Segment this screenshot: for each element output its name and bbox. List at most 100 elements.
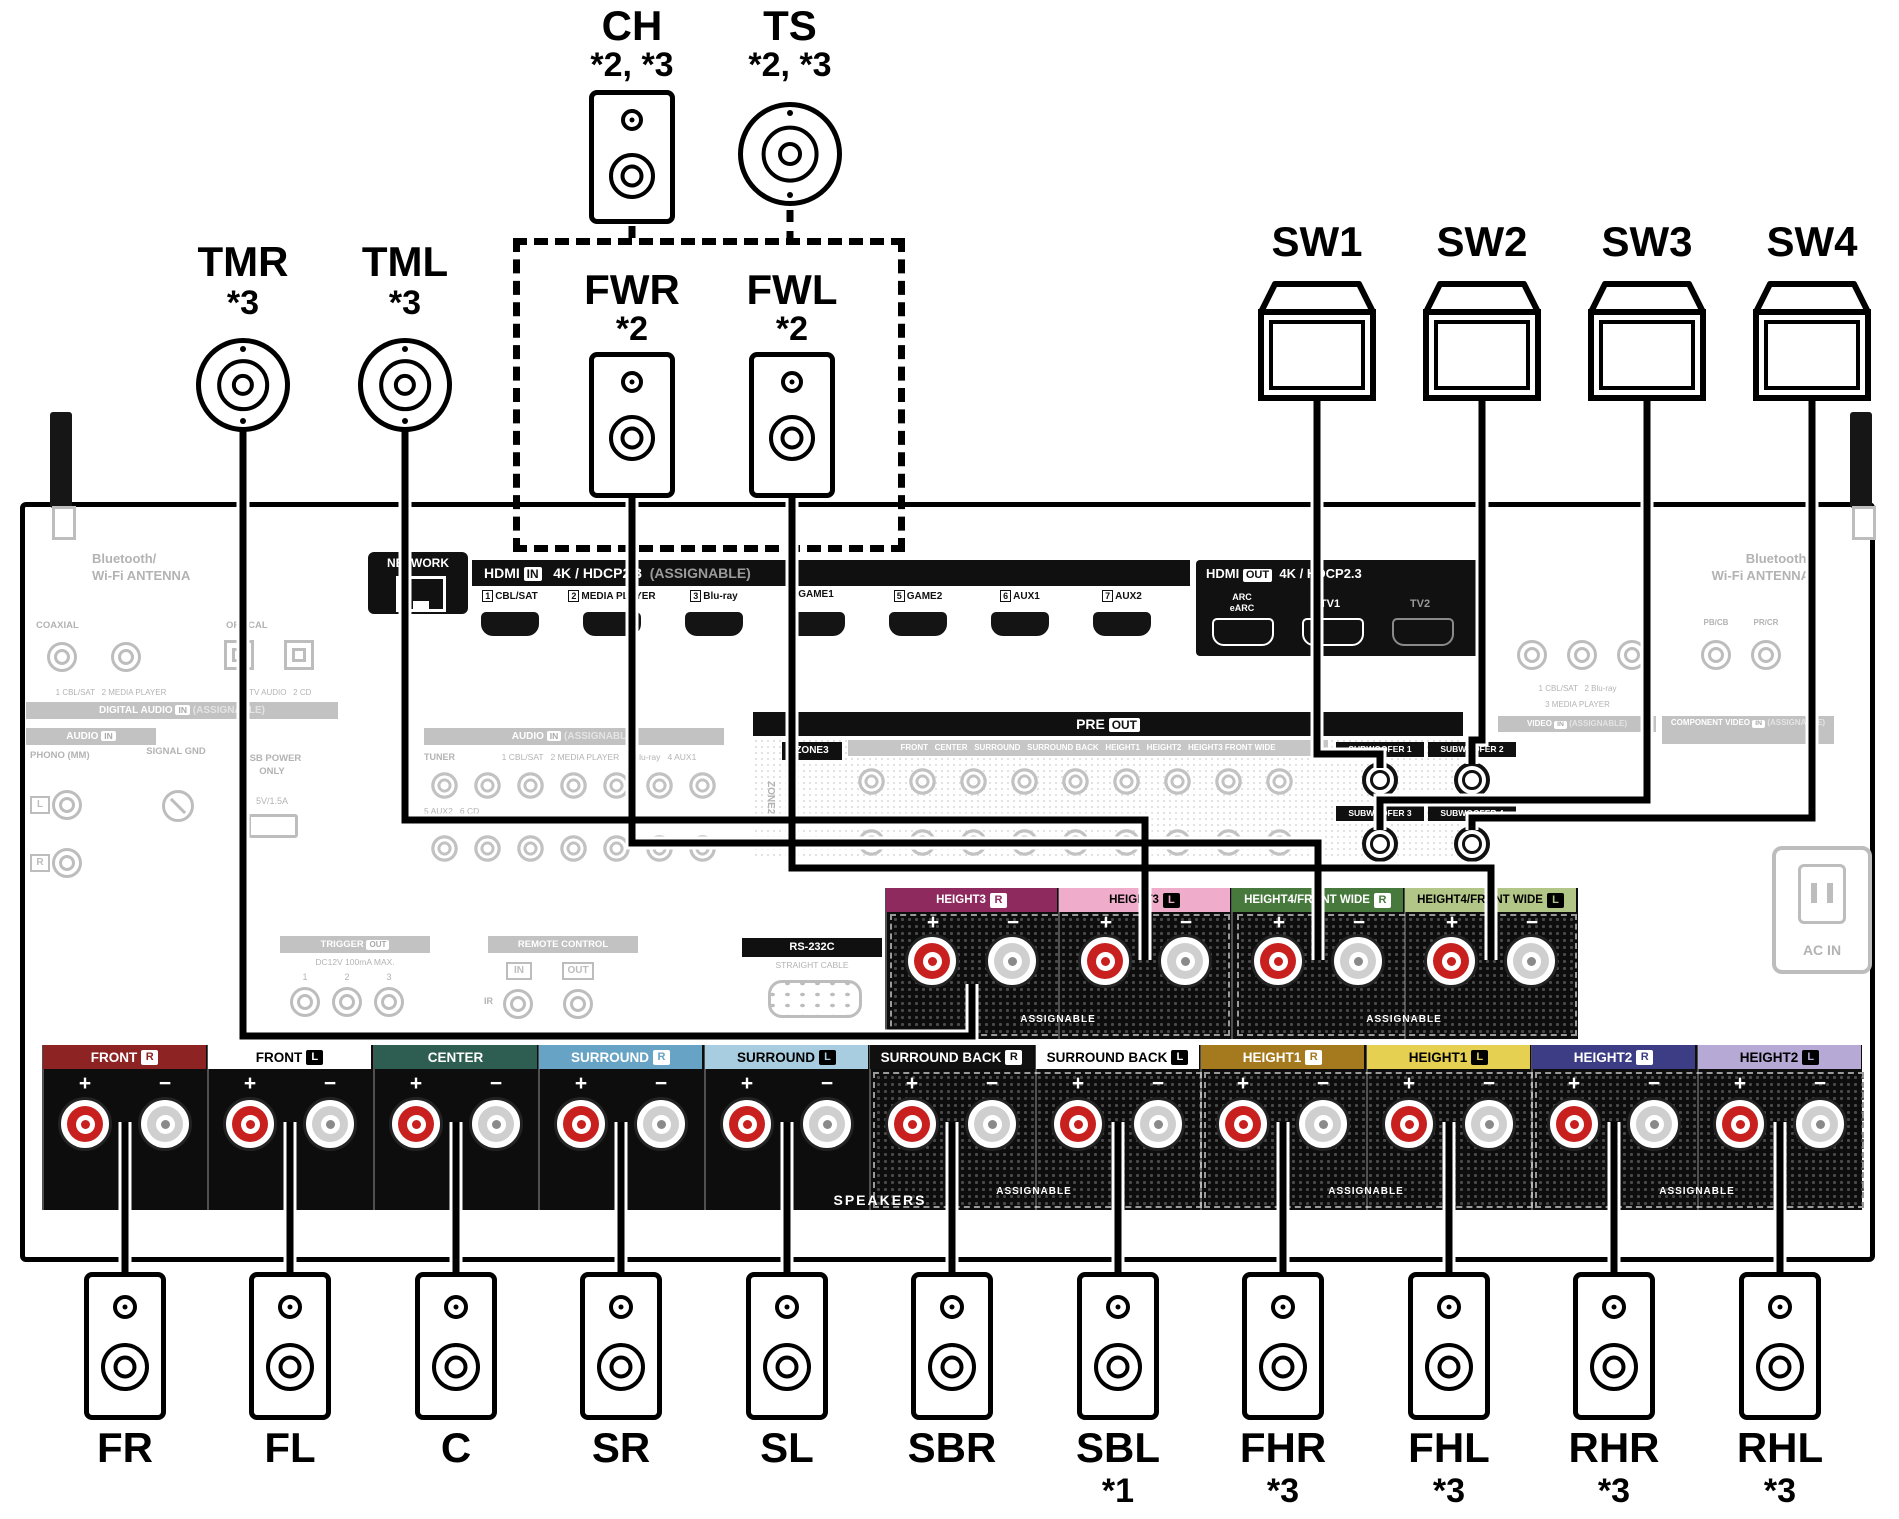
- tweeter: [1437, 1295, 1461, 1319]
- hdmi-out-section: HDMI OUT 4K / HDCP2.3 ARC eARC TV1 TV2: [1196, 560, 1480, 656]
- hdmi-out-header: HDMI OUT 4K / HDCP2.3: [1206, 566, 1480, 583]
- tweeter: [781, 371, 803, 393]
- terminal-label-bar: SURROUND R: [539, 1045, 702, 1069]
- port-name: GAME1: [798, 589, 834, 600]
- fhr-speaker-icon: [1242, 1272, 1324, 1420]
- terminal-side-letter: R: [1005, 1049, 1023, 1065]
- binding-post-positive: [223, 1097, 277, 1151]
- minus-sign: −: [985, 1072, 999, 1095]
- speaker-note-rhr: *3: [1597, 1472, 1631, 1510]
- terminal-side-letter: L: [819, 1049, 836, 1065]
- bt-antenna-label-right: Bluetooth/ Wi-Fi ANTENNA: [1630, 550, 1810, 584]
- woofer: [928, 1343, 976, 1391]
- audio-jack-grid: [423, 754, 724, 880]
- terminal-side-letter: L: [1802, 1049, 1820, 1065]
- terminal-label-bar: HEIGHT2 L: [1698, 1045, 1861, 1069]
- port-number: 1: [482, 590, 494, 602]
- terminal-label-bar: SURROUND BACK L: [1036, 1045, 1199, 1069]
- bt-line1: Bluetooth/: [92, 551, 157, 566]
- terminal-label-bar: FRONT R: [43, 1045, 206, 1069]
- remote-jack-out: [563, 989, 593, 1019]
- out-badge: OUT: [1108, 718, 1140, 733]
- in-badge: IN: [523, 567, 542, 582]
- sr-speaker-icon: [580, 1272, 662, 1420]
- wifi-antenna-right: [1850, 412, 1872, 508]
- bt-line2: Wi-Fi ANTENNA: [1711, 568, 1810, 583]
- pbcb-label: PB/CB: [1703, 618, 1729, 627]
- minus-sign: −: [323, 1072, 337, 1095]
- audio-title: AUDIO: [66, 731, 99, 742]
- speaker-label-sbl: SBL: [1076, 1424, 1160, 1471]
- port-number: 6: [1000, 590, 1012, 602]
- terminal-name: FRONT: [255, 1049, 303, 1065]
- assignable-text: ASSIGNABLE: [996, 1186, 1072, 1197]
- hdmi-out-port-tv1: [1302, 618, 1364, 646]
- binding-post-negative: [138, 1097, 192, 1151]
- ac-in-section: AC IN: [1772, 846, 1872, 974]
- assignable-note: (ASSIGNABLE): [649, 565, 751, 581]
- binding-post-positive: [58, 1097, 112, 1151]
- usb-power-label: USB POWER ONLY: [242, 753, 302, 777]
- prcr-label: PR/CR: [1753, 618, 1779, 627]
- audio-in-bar-left: AUDIO IN: [26, 728, 156, 745]
- ac-slot: [1827, 883, 1833, 903]
- subwoofer-label-sw1: SW1: [1271, 218, 1363, 265]
- speaker-note-tml: *3: [388, 284, 422, 322]
- terminal-group-center: CENTER + −: [373, 1045, 538, 1210]
- terminal-side-letter: L: [1546, 892, 1564, 908]
- terminal-side-letter: R: [653, 1049, 670, 1065]
- woofer: [432, 1343, 480, 1391]
- terminal-side-letter: R: [141, 1049, 159, 1065]
- out-badge: OUT: [366, 940, 390, 950]
- terminal-side-letter: L: [306, 1049, 324, 1065]
- plus-sign: +: [1236, 1072, 1250, 1095]
- terminal-name: SURROUND BACK: [880, 1049, 1002, 1065]
- plus-sign: +: [243, 1072, 257, 1095]
- screw-dot: [402, 346, 408, 352]
- speaker-label-fwr: FWR: [584, 266, 680, 313]
- terminal-side-letter: R: [1305, 1049, 1323, 1065]
- tweeter: [1106, 1295, 1130, 1319]
- binding-post-positive: [1547, 1097, 1601, 1151]
- binding-post-positive: [389, 1097, 443, 1151]
- audio-in-bar-mid: AUDIO IN (ASSIGNABLE): [424, 728, 724, 745]
- terminal-side-letter: L: [1162, 892, 1180, 908]
- port-name: Blu-ray: [703, 591, 738, 602]
- minus-sign: −: [489, 1072, 503, 1095]
- video-caption1: 1 CBL/SAT 2 Blu-ray: [1538, 684, 1617, 693]
- minus-sign: −: [1647, 1072, 1661, 1095]
- speaker-note-fwr: *2: [615, 310, 649, 348]
- subwoofer2-jack: [1454, 762, 1490, 798]
- terminal-label-bar: HEIGHT2 R: [1532, 1045, 1695, 1069]
- trigger-num: 3: [386, 972, 392, 982]
- minus-sign: −: [1151, 1072, 1165, 1095]
- ts-speaker-icon: [738, 102, 842, 206]
- video-in-bar: VIDEO IN (ASSIGNABLE): [1498, 716, 1656, 732]
- terminal-name: HEIGHT4/FRONT WIDE: [1244, 894, 1370, 906]
- assignable-text: ASSIGNABLE: [1366, 1014, 1442, 1025]
- plus-sign: +: [574, 1072, 588, 1095]
- sw3-subwoofer-icon: [1585, 278, 1709, 409]
- woofer: [763, 1343, 811, 1391]
- optical-jack: [224, 640, 254, 670]
- plus-sign: +: [1272, 911, 1286, 934]
- terminal-name: CENTER: [427, 1049, 484, 1065]
- tweeter: [1602, 1295, 1626, 1319]
- antenna-connector-left: [52, 506, 76, 540]
- plus-sign: +: [1733, 1072, 1747, 1095]
- in-badge: IN: [1752, 720, 1766, 729]
- arc-label: ARC eARC: [1210, 592, 1274, 614]
- tweeter: [775, 1295, 799, 1319]
- terminal-side-letter: R: [1373, 892, 1391, 908]
- ac-slot: [1811, 883, 1817, 903]
- binding-post-positive: [1051, 1097, 1105, 1151]
- binding-post-positive: [1251, 934, 1305, 988]
- plus-sign: +: [1402, 1072, 1416, 1095]
- video-caption2: 3 MEDIA PLAYER: [1545, 700, 1610, 709]
- terminal-name: HEIGHT4/FRONT WIDE: [1417, 894, 1543, 906]
- ir-label: IR: [484, 996, 493, 1006]
- speaker-label-rhl: RHL: [1736, 1424, 1824, 1471]
- tweeter: [609, 1295, 633, 1319]
